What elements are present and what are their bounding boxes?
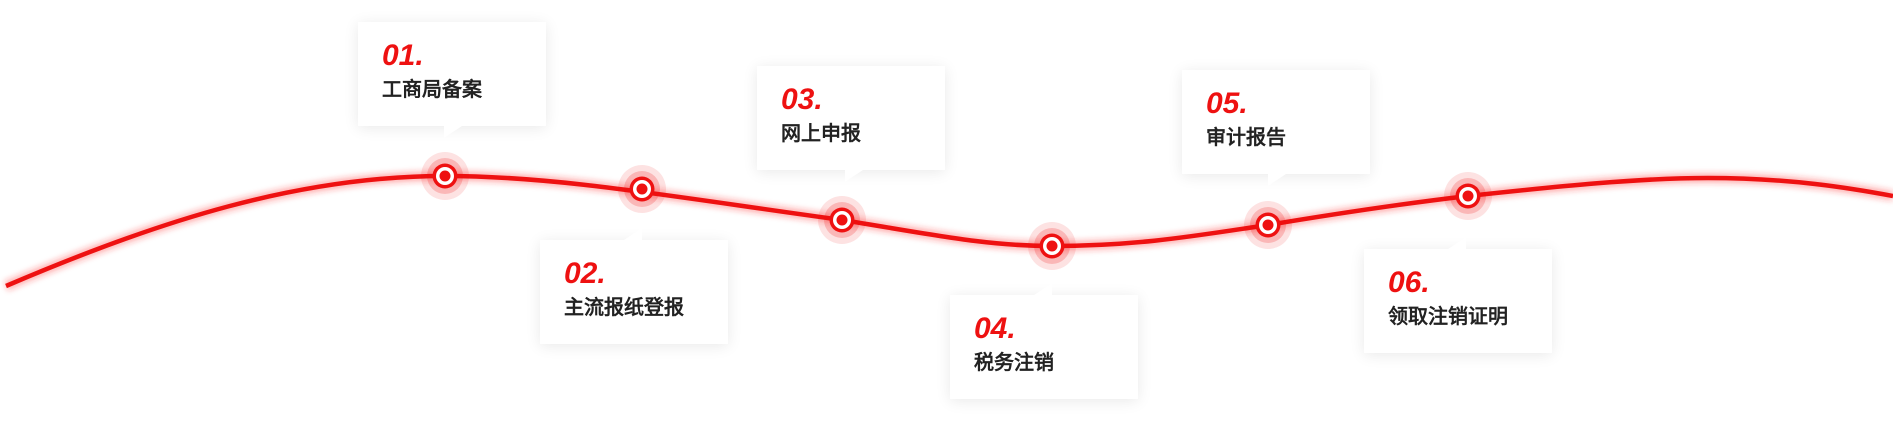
step-label: 审计报告 xyxy=(1206,125,1286,149)
step-label: 领取注销证明 xyxy=(1388,304,1508,328)
step-card-3: 03. 网上申报 xyxy=(757,66,945,182)
timeline-node-4 xyxy=(1028,222,1076,270)
timeline-node-6 xyxy=(1444,172,1492,220)
step-card-4: 04. 税务注销 xyxy=(950,283,1138,399)
step-number: 02. xyxy=(564,257,606,290)
timeline-node-2 xyxy=(618,165,666,213)
step-number: 01. xyxy=(382,39,424,72)
step-number: 05. xyxy=(1206,87,1248,120)
step-card-1: 01. 工商局备案 xyxy=(358,22,546,138)
step-card-6: 06. 领取注销证明 xyxy=(1364,237,1552,353)
step-card-2: 02. 主流报纸登报 xyxy=(540,228,728,344)
step-card-5: 05. 审计报告 xyxy=(1182,70,1370,186)
step-number: 06. xyxy=(1388,266,1430,299)
step-label: 税务注销 xyxy=(974,350,1054,374)
timeline-node-5 xyxy=(1244,201,1292,249)
callout-pointer xyxy=(1448,237,1466,249)
step-label: 主流报纸登报 xyxy=(564,295,684,319)
callout-pointer xyxy=(845,170,863,182)
timeline-node-1 xyxy=(421,152,469,200)
callout-pointer xyxy=(444,126,462,138)
step-number: 03. xyxy=(781,83,823,116)
step-number: 04. xyxy=(974,312,1016,345)
callout-pointer xyxy=(624,228,642,240)
timeline-node-3 xyxy=(818,196,866,244)
callout-pointer xyxy=(1268,174,1286,186)
step-label: 网上申报 xyxy=(781,121,861,145)
timeline-curve-line xyxy=(5,173,1893,289)
callout-pointer xyxy=(1034,283,1052,295)
step-label: 工商局备案 xyxy=(382,77,482,101)
